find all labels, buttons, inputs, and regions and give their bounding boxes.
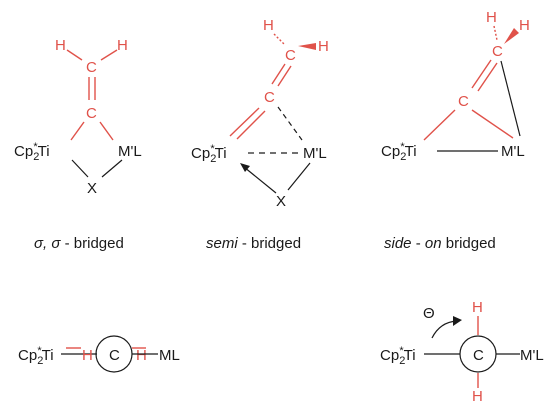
s3-bond-h-c-left <box>493 25 498 41</box>
structure-semi-bridged: H H C C Cp2*Ti M'L X <box>191 17 329 210</box>
n2-ml-label: M'L <box>520 347 544 364</box>
n1-ml-label: ML <box>159 347 180 364</box>
s1-x-label: X <box>87 180 97 197</box>
s3-c-mid: C <box>458 93 469 110</box>
n1-c-label: C <box>109 347 120 364</box>
s1-c-mid: C <box>86 105 97 122</box>
structure-sigma-bridged: H H C C Cp2*Ti M'L X <box>14 37 142 197</box>
n2-h-top: H <box>472 299 483 316</box>
s2-h-right: H <box>318 38 329 55</box>
s3-bond-c-ti <box>423 109 456 141</box>
s3-ti-label: Cp2*Ti <box>381 141 417 163</box>
s3-double-bond-b <box>477 62 498 92</box>
s1-c-top: C <box>86 59 97 76</box>
s1-bond-c-ti <box>70 121 85 141</box>
s2-h-left: H <box>263 17 274 34</box>
s2-ml-label: M'L <box>303 145 327 162</box>
caption-sigma-bridged: σ, σ - bridged <box>34 235 124 252</box>
s2-double-bond-b <box>277 65 292 87</box>
s2-dashed-c-m <box>277 106 303 141</box>
s1-h-left: H <box>55 37 66 54</box>
s3-h-left: H <box>486 9 497 26</box>
s2-c-mid: C <box>264 89 275 106</box>
s1-bond-c-m <box>99 121 114 141</box>
n1-h-left: H <box>82 347 93 364</box>
s2-bond-c-ti-a <box>229 107 260 137</box>
newman-projection-perpendicular: Θ H Cp2*Ti C M'L H <box>380 299 544 403</box>
s2-bond-c-ti-b <box>236 110 266 140</box>
s3-bond-ctop-m <box>500 60 521 137</box>
s1-ti-label: Cp2*Ti <box>14 141 50 163</box>
n1-ti-label: Cp2*Ti <box>18 345 54 367</box>
n2-ti-label: Cp2*Ti <box>380 345 416 367</box>
s3-ml-label: M'L <box>501 143 525 160</box>
s3-h-right: H <box>519 17 530 34</box>
n1-h-right: H <box>136 347 147 364</box>
s1-h-right: H <box>117 37 128 54</box>
s1-ml-label: M'L <box>118 143 142 160</box>
caption-semi-bridged: semi - bridged <box>206 235 301 252</box>
s2-c-top: C <box>285 47 296 64</box>
caption-side-on-bridged: side - on bridged <box>384 235 496 252</box>
s2-bond-m-x <box>287 162 311 191</box>
newman-projection-planar: Cp2*Ti H C H ML <box>18 335 180 373</box>
s2-wedge-bond <box>298 43 316 50</box>
s2-bond-h-c-left <box>273 33 285 45</box>
s2-arrow-x-ti <box>243 166 277 194</box>
s1-bond-h-c-right <box>100 49 118 61</box>
structure-side-on-bridged: H H C C Cp2*Ti M'L <box>381 9 530 163</box>
s1-bond-ti-x <box>71 159 89 178</box>
s2-ti-label: Cp2*Ti <box>191 143 227 165</box>
s2-double-bond-a <box>271 63 286 85</box>
s2-x-label: X <box>276 193 286 210</box>
s3-bond-c-m <box>471 109 514 139</box>
n2-h-bottom: H <box>472 388 483 403</box>
s2-arrowhead <box>240 163 250 172</box>
n2-rotation-arrowhead <box>453 316 462 326</box>
n2-theta-label: Θ <box>423 305 435 322</box>
n2-c-label: C <box>473 347 484 364</box>
s1-bond-h-c-left <box>66 49 83 61</box>
s3-c-top: C <box>492 43 503 60</box>
s1-bond-m-x <box>101 159 123 178</box>
s3-double-bond-a <box>471 59 492 89</box>
s3-wedge-bond <box>504 28 519 44</box>
